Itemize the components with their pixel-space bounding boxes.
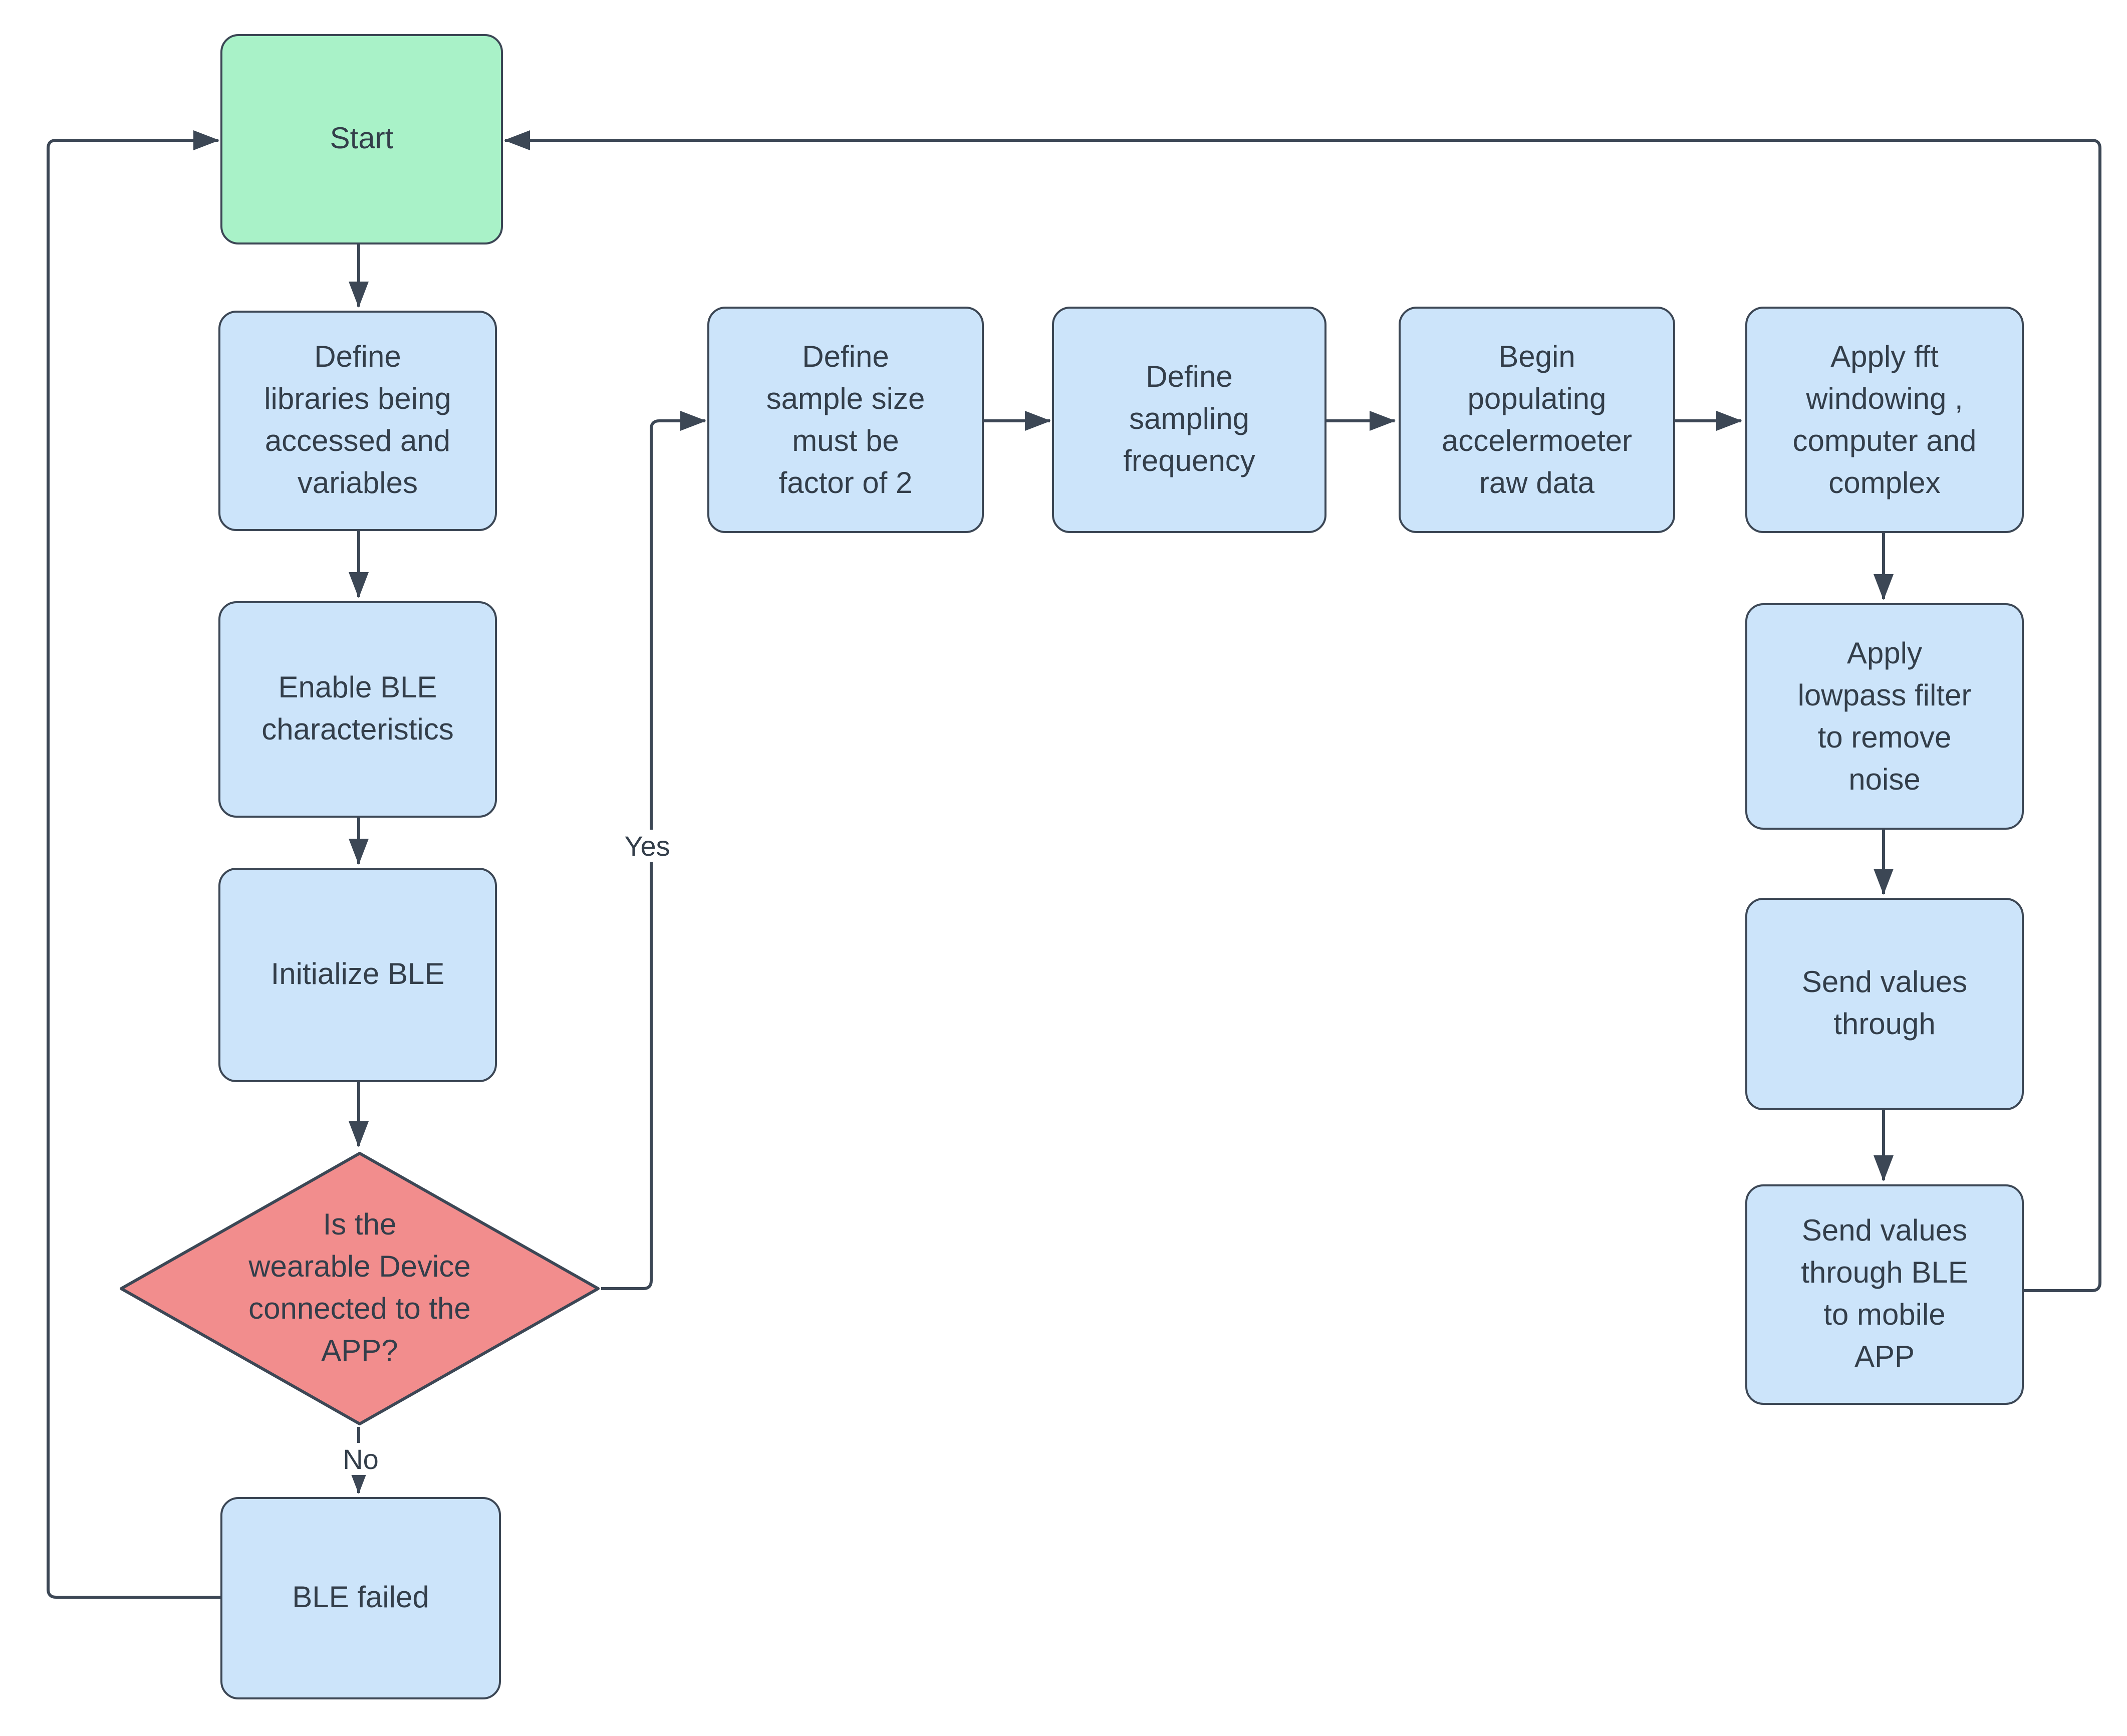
node-label: Is the wearable Device connected to the … [248, 1208, 471, 1369]
node-label: Initialize BLE [271, 958, 445, 992]
node-define-sample-size: Define sample size must be factor of 2 [707, 307, 984, 533]
decision-diamond-shape [120, 1152, 600, 1425]
node-ble-failed: BLE failed [220, 1497, 501, 1699]
node-define-sampling-frequency: Define sampling frequency [1052, 307, 1326, 533]
node-enable-ble: Enable BLE characteristics [218, 601, 497, 818]
edge-label-yes: Yes [618, 830, 676, 862]
node-label: BLE failed [292, 1581, 429, 1615]
node-define-libraries: Define libraries being accessed and vari… [218, 311, 497, 531]
node-apply-lowpass: Apply lowpass filter to remove noise [1745, 603, 2024, 830]
node-label: Define sampling frequency [1123, 361, 1255, 479]
node-label: Start [330, 122, 394, 156]
node-label: Apply lowpass filter to remove noise [1797, 636, 1972, 797]
node-apply-fft: Apply fft windowing , computer and compl… [1745, 307, 2024, 533]
edge-label-no: No [337, 1443, 385, 1475]
node-device-connected-decision: Is the wearable Device connected to the … [118, 1150, 601, 1427]
node-begin-populating: Begin populating accelermoeter raw data [1399, 307, 1675, 533]
node-label: Define libraries being accessed and vari… [264, 341, 451, 501]
node-label: Define sample size must be factor of 2 [766, 340, 925, 500]
node-label: Enable BLE characteristics [261, 671, 454, 748]
node-label: Begin populating accelermoeter raw data [1441, 340, 1633, 500]
node-send-values-ble: Send values through BLE to mobile APP [1745, 1184, 2024, 1405]
node-label: Send values through BLE to mobile APP [1801, 1214, 1968, 1375]
node-initialize-ble: Initialize BLE [218, 868, 497, 1082]
node-label: Apply fft windowing , computer and compl… [1792, 340, 1977, 500]
node-label: Send values through [1801, 966, 1968, 1042]
edge-ble-failed-loop-to-start [47, 130, 220, 1599]
node-send-values-through: Send values through [1745, 898, 2024, 1110]
edge-send-values-ble-loop-to-start [504, 130, 2101, 1292]
node-start: Start [220, 34, 503, 244]
